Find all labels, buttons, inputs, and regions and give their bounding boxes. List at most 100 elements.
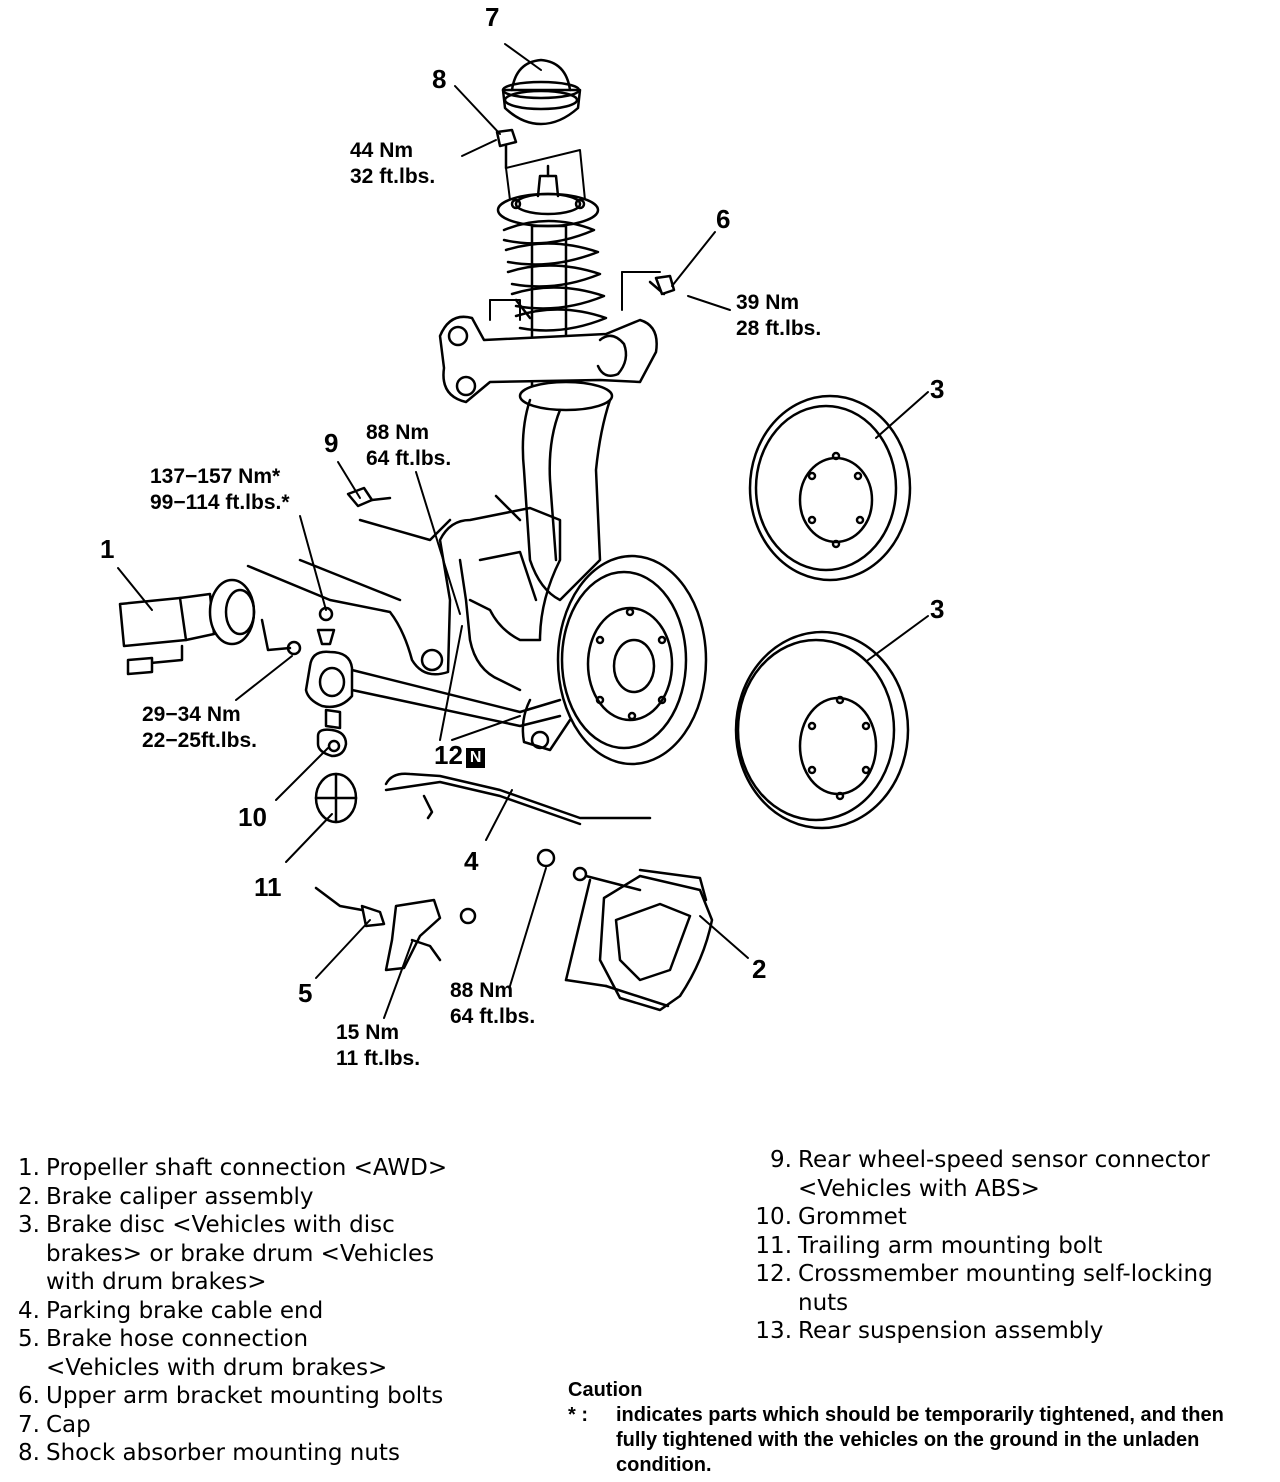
legend-text: Propeller shaft connection <AWD> xyxy=(46,1155,448,1181)
torque-nm: 15 Nm xyxy=(336,1021,400,1044)
legend-number: 5. xyxy=(18,1326,40,1352)
torque-ftlb: 28 ft.lbs. xyxy=(736,317,822,340)
torque-nm: 44 Nm xyxy=(350,139,414,162)
legend-text: Trailing arm mounting bolt xyxy=(798,1232,1103,1259)
suspension-exploded-diagram xyxy=(117,43,929,1019)
legend-text: Shock absorber mounting nuts xyxy=(46,1440,400,1466)
legend-item: 8.Shock absorber mounting nuts xyxy=(6,1439,566,1468)
legend-item: 7.Cap xyxy=(6,1411,566,1440)
callout-1: 1 xyxy=(100,534,115,564)
callout-12-number: 12 xyxy=(434,740,463,770)
self-locking-nut-badge: N xyxy=(465,748,486,768)
callout-9: 9 xyxy=(324,428,339,458)
parking-cable-drawing xyxy=(384,772,652,826)
legend-item: 1.Propeller shaft connection <AWD> xyxy=(6,1154,566,1183)
torque-spec-trailing-arm-bolt: 137−157 Nm* 99−114 ft.lbs.* xyxy=(150,464,290,516)
legend-text: <Vehicles with ABS> xyxy=(798,1175,1040,1202)
brake-drum-drawing xyxy=(748,394,912,582)
legend-item: 9.Rear wheel-speed sensor connector<Vehi… xyxy=(750,1146,1270,1203)
torque-ftlb: 99−114 ft.lbs.* xyxy=(150,491,290,514)
torque-ftlb: 32 ft.lbs. xyxy=(350,165,436,188)
grommet-drawing xyxy=(314,772,358,824)
legend-text: <Vehicles with drum brakes> xyxy=(46,1354,388,1381)
legend-left: 1.Propeller shaft connection <AWD>2.Brak… xyxy=(6,1154,566,1468)
legend-text: Brake hose connection xyxy=(46,1326,309,1352)
callout-3-drum: 3 xyxy=(930,374,945,404)
legend-number: 12. xyxy=(755,1261,792,1287)
legend-text: nuts xyxy=(798,1289,849,1316)
guide-lines xyxy=(489,149,661,321)
torque-spec-brake-hose: 15 Nm 11 ft.lbs. xyxy=(336,1020,420,1072)
propeller-shaft-drawing xyxy=(118,578,302,676)
legend-item: 13.Rear suspension assembly xyxy=(750,1317,1270,1346)
legend-text: Parking brake cable end xyxy=(46,1297,324,1324)
leader-lines xyxy=(117,43,929,1019)
torque-nm: 39 Nm xyxy=(736,291,800,314)
legend-number: 9. xyxy=(770,1147,792,1173)
torque-nm: 137−157 Nm* xyxy=(150,465,281,488)
crossmember-drawing xyxy=(246,494,562,692)
torque-spec-shock-nuts: 44 Nm 32 ft.lbs. xyxy=(350,138,435,190)
caution-text: indicates parts which should be temporar… xyxy=(616,1404,1224,1476)
callout-6: 6 xyxy=(716,204,731,234)
legend-number: 4. xyxy=(18,1297,40,1324)
legend-text: Brake caliper assembly xyxy=(46,1183,314,1210)
legend-number: 13. xyxy=(755,1318,792,1344)
torque-ftlb: 64 ft.lbs. xyxy=(366,447,452,470)
legend-number: 11. xyxy=(755,1232,792,1259)
legend-item: 5.Brake hose connection<Vehicles with dr… xyxy=(6,1325,566,1382)
callout-5: 5 xyxy=(298,978,313,1008)
brake-hose-drawing xyxy=(314,886,477,972)
callout-10: 10 xyxy=(238,802,267,832)
caution-title: Caution xyxy=(568,1379,643,1401)
torque-nm: 88 Nm xyxy=(450,979,514,1002)
legend-text: with drum brakes> xyxy=(46,1269,267,1295)
torque-ftlb: 64 ft.lbs. xyxy=(450,1005,536,1028)
strut-assembly-drawing xyxy=(496,164,614,602)
legend-text: Cap xyxy=(46,1411,91,1438)
lower-arm-drawing xyxy=(350,668,562,728)
legend-right: 9.Rear wheel-speed sensor connector<Vehi… xyxy=(750,1146,1270,1346)
legend-text: Grommet xyxy=(798,1204,907,1230)
torque-spec-upper-arm-bolts: 39 Nm 28 ft.lbs. xyxy=(736,290,821,342)
torque-ftlb: 22−25ft.lbs. xyxy=(142,729,257,752)
legend-text: brakes> or brake drum <Vehicles xyxy=(46,1240,435,1267)
callout-7: 7 xyxy=(485,2,500,32)
legend-item: 4.Parking brake cable end xyxy=(6,1297,566,1326)
callout-8: 8 xyxy=(432,64,447,94)
legend-text: Crossmember mounting self-locking xyxy=(798,1261,1213,1287)
legend-text: Rear wheel-speed sensor connector xyxy=(798,1147,1210,1173)
brake-disc-drawing xyxy=(734,630,910,830)
legend-number: 1. xyxy=(18,1155,40,1181)
upper-arm-drawing xyxy=(438,274,676,404)
legend-item: 2.Brake caliper assembly xyxy=(6,1183,566,1212)
bushing-drawing xyxy=(304,606,354,758)
callout-3-disc: 3 xyxy=(930,594,945,624)
hub-disc-drawing xyxy=(521,554,708,766)
legend-text: Brake disc <Vehicles with disc xyxy=(46,1212,395,1238)
caution-note: Caution * : indicates parts which should… xyxy=(568,1378,1268,1478)
legend-number: 8. xyxy=(18,1440,40,1466)
caution-row: * : indicates parts which should be temp… xyxy=(568,1403,1268,1478)
cap-drawing xyxy=(501,58,582,126)
legend-number: 7. xyxy=(18,1411,40,1438)
torque-nm: 88 Nm xyxy=(366,421,430,444)
legend-item: 10.Grommet xyxy=(750,1203,1270,1232)
torque-nm: 29−34 Nm xyxy=(142,703,241,726)
torque-spec-brake-caliper: 88 Nm 64 ft.lbs. xyxy=(450,978,535,1030)
torque-ftlb: 11 ft.lbs. xyxy=(336,1047,421,1070)
legend-number: 2. xyxy=(18,1183,40,1210)
sensor-connector-drawing xyxy=(346,486,392,508)
torque-spec-crossmember-nuts: 88 Nm 64 ft.lbs. xyxy=(366,420,451,472)
callout-2: 2 xyxy=(752,954,767,984)
legend-number: 6. xyxy=(18,1383,40,1409)
legend-text: Rear suspension assembly xyxy=(798,1318,1104,1344)
legend-text: Upper arm bracket mounting bolts xyxy=(46,1383,444,1409)
shock-nut-drawing xyxy=(495,128,518,170)
callout-4: 4 xyxy=(464,846,479,876)
legend-number: 3. xyxy=(18,1212,40,1238)
brake-caliper-drawing xyxy=(536,848,714,1012)
